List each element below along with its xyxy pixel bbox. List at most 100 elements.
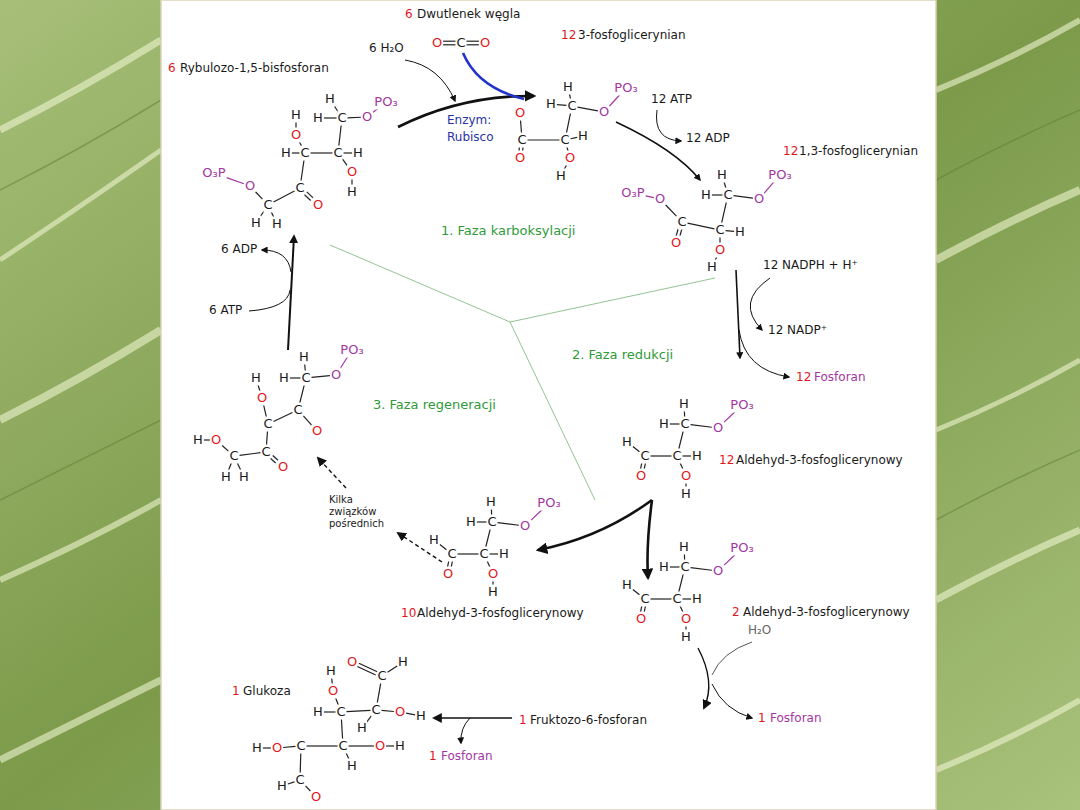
atom-symbol: H: [221, 470, 231, 485]
atom-symbol: O: [328, 684, 338, 699]
leaf-streak: [936, 190, 1080, 260]
leaf-vein: [0, 420, 161, 500]
reagent-label: 12 ADP: [685, 132, 731, 146]
atom-symbol: C: [295, 773, 304, 788]
atom-symbol: H: [546, 97, 556, 112]
phase-label: 1. Faza karboksylacji: [440, 224, 576, 239]
atom-symbol: C: [479, 547, 488, 562]
chemical-bond: [670, 423, 680, 424]
chemical-bond: [283, 746, 295, 747]
atom-symbol: C: [293, 403, 302, 418]
reaction-arrow: [698, 648, 709, 708]
reagent-label: 12 NADP⁺: [767, 324, 828, 338]
phase-separators: [330, 245, 715, 500]
chemical-bond: [324, 711, 336, 712]
chemical-bond: [274, 413, 293, 422]
chemical-bond: [691, 568, 712, 571]
compound-name: Fruktozo-6-fosforan: [529, 714, 648, 728]
chemical-bond: [347, 710, 371, 711]
atom-symbol: C: [672, 449, 681, 464]
atom-symbol: O: [347, 655, 357, 670]
leaf-streak: [936, 700, 1080, 770]
atom-symbol: PO₃: [768, 168, 791, 183]
atom-symbol: C: [336, 705, 345, 720]
dashed-arrow: [318, 458, 346, 488]
reagent-label: 12 NADPH + H⁺: [762, 259, 859, 273]
chemical-bond: [651, 455, 672, 456]
compound-name: Glukoza: [242, 685, 292, 699]
atom-symbol: O: [671, 236, 681, 251]
atom-symbol: H: [679, 397, 689, 412]
atom-symbol: H: [679, 540, 689, 555]
count-number: 1: [428, 750, 438, 764]
count-number: 1: [518, 714, 528, 728]
atom-symbol: O: [432, 36, 442, 51]
atom-symbol: H: [622, 435, 632, 450]
compound-name: 1,3-fosfoglicerynian: [798, 145, 919, 159]
atom-symbol: O: [443, 567, 453, 582]
chemical-bond: [477, 521, 487, 522]
atom-symbol: H: [563, 80, 573, 95]
compound-name: Fosforan: [769, 712, 823, 726]
atom-symbol: O: [272, 741, 282, 756]
separator-line: [330, 245, 510, 322]
chemical-bond: [324, 117, 337, 118]
chemical-bond: [263, 747, 271, 748]
chemical-bond: [528, 139, 560, 140]
compound-name: Aldehyd-3-fosfoglicerynowy: [742, 606, 911, 620]
chemical-bond: [349, 745, 374, 746]
enzyme-label: Rubisco: [446, 131, 495, 145]
reaction-arrow: [616, 122, 700, 180]
chemical-bond: [303, 416, 311, 425]
atom-symbol: O: [681, 469, 691, 484]
chemical-bond: [270, 458, 275, 463]
atom-symbol: C: [229, 449, 238, 464]
count-number: 10: [400, 607, 417, 621]
chemical-bond: [307, 745, 338, 746]
reagent-label: 12 ATP: [650, 93, 693, 107]
atom-symbol: O: [655, 192, 665, 207]
chemical-bond: [312, 376, 330, 378]
atom-symbol: C: [487, 515, 496, 530]
reagent-arrow: [249, 290, 290, 311]
atom-symbol: C: [295, 181, 304, 196]
atom-symbol: O: [636, 612, 646, 627]
atom-symbol: H: [735, 225, 745, 240]
reagent-label: 6 H₂O: [368, 42, 405, 56]
reaction-arrows: [249, 53, 789, 743]
atom-symbol: H: [252, 741, 262, 756]
phase-label: 3. Faza regeneracji: [372, 398, 497, 413]
reagent-arrow: [750, 278, 770, 330]
leaf-streak: [0, 330, 161, 420]
chemical-bond: [557, 104, 567, 106]
atom-symbol: O: [713, 421, 723, 436]
chemical-bond: [485, 528, 490, 548]
reagent-arrow: [461, 718, 470, 743]
compound-name: Aldehyd-3-fosfoglicerynowy: [416, 607, 585, 621]
chemical-bond: [734, 196, 753, 199]
leaf-vein: [936, 450, 1080, 520]
note-label: Kilka związków pośrednich: [328, 494, 392, 530]
reagent-arrow: [405, 60, 455, 101]
compound-name: Fosforan: [813, 371, 867, 385]
atom-symbol: C: [640, 592, 649, 607]
leaf-streak: [0, 500, 161, 580]
dashed-arrow: [398, 533, 442, 562]
atom-symbol: C: [715, 223, 724, 238]
atom-symbol: O: [311, 790, 321, 805]
chemical-bond: [633, 447, 640, 452]
leaf-streak: [0, 40, 161, 130]
chemical-bond: [348, 117, 361, 119]
white-panel: [161, 0, 936, 810]
separator-line: [510, 278, 715, 322]
chemical-bond: [609, 94, 620, 106]
atom-symbol: O: [515, 151, 525, 166]
atom-symbol: O: [681, 612, 691, 627]
count-number: 12: [795, 371, 812, 385]
chemical-bond: [670, 566, 680, 567]
chemical-bond: [341, 718, 342, 740]
chemical-bond: [678, 573, 683, 593]
atom-symbol: C: [261, 445, 270, 460]
